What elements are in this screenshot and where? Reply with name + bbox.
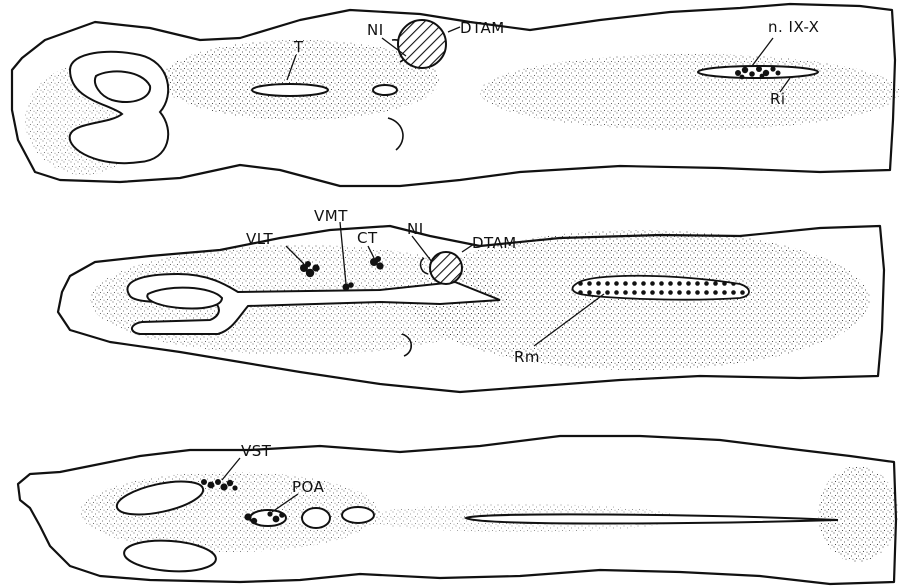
section-1-stipple-hindbrain — [480, 54, 900, 130]
section-1-dtam-hatched — [398, 20, 446, 68]
section-2-dtam-hatched — [430, 252, 462, 284]
section-3-ventricle-round-1 — [302, 508, 330, 528]
section-3-ventricle-round-2 — [342, 507, 374, 523]
section-1-label-ni: NI — [367, 21, 384, 39]
section-1: T NI DTAM n. IX-X Ri — [12, 4, 900, 186]
section-2-label-ni: NI — [407, 220, 424, 238]
section-2-label-rm: Rm — [514, 348, 540, 366]
section-2: VLT VMT CT NI DTAM Rm — [58, 207, 884, 392]
section-3-stipple-caudal — [818, 466, 898, 562]
section-1-small-ventricle — [373, 85, 397, 95]
section-2-label-dtam: DTAM — [472, 234, 517, 252]
section-3-label-vst: VST — [241, 442, 272, 460]
section-1-label-ri: Ri — [770, 90, 786, 108]
section-3-label-poa: POA — [292, 478, 325, 496]
section-1-slit-ventricle — [252, 84, 328, 96]
section-1-label-dtam: DTAM — [460, 19, 505, 37]
section-2-label-vlt: VLT — [246, 230, 274, 248]
section-2-label-vmt: VMT — [314, 207, 348, 225]
section-2-label-ct: CT — [357, 229, 378, 247]
section-1-label-nix: n. IX-X — [768, 18, 819, 36]
section-1-label-t: T — [293, 38, 304, 56]
section-3: VST POA — [18, 436, 898, 584]
